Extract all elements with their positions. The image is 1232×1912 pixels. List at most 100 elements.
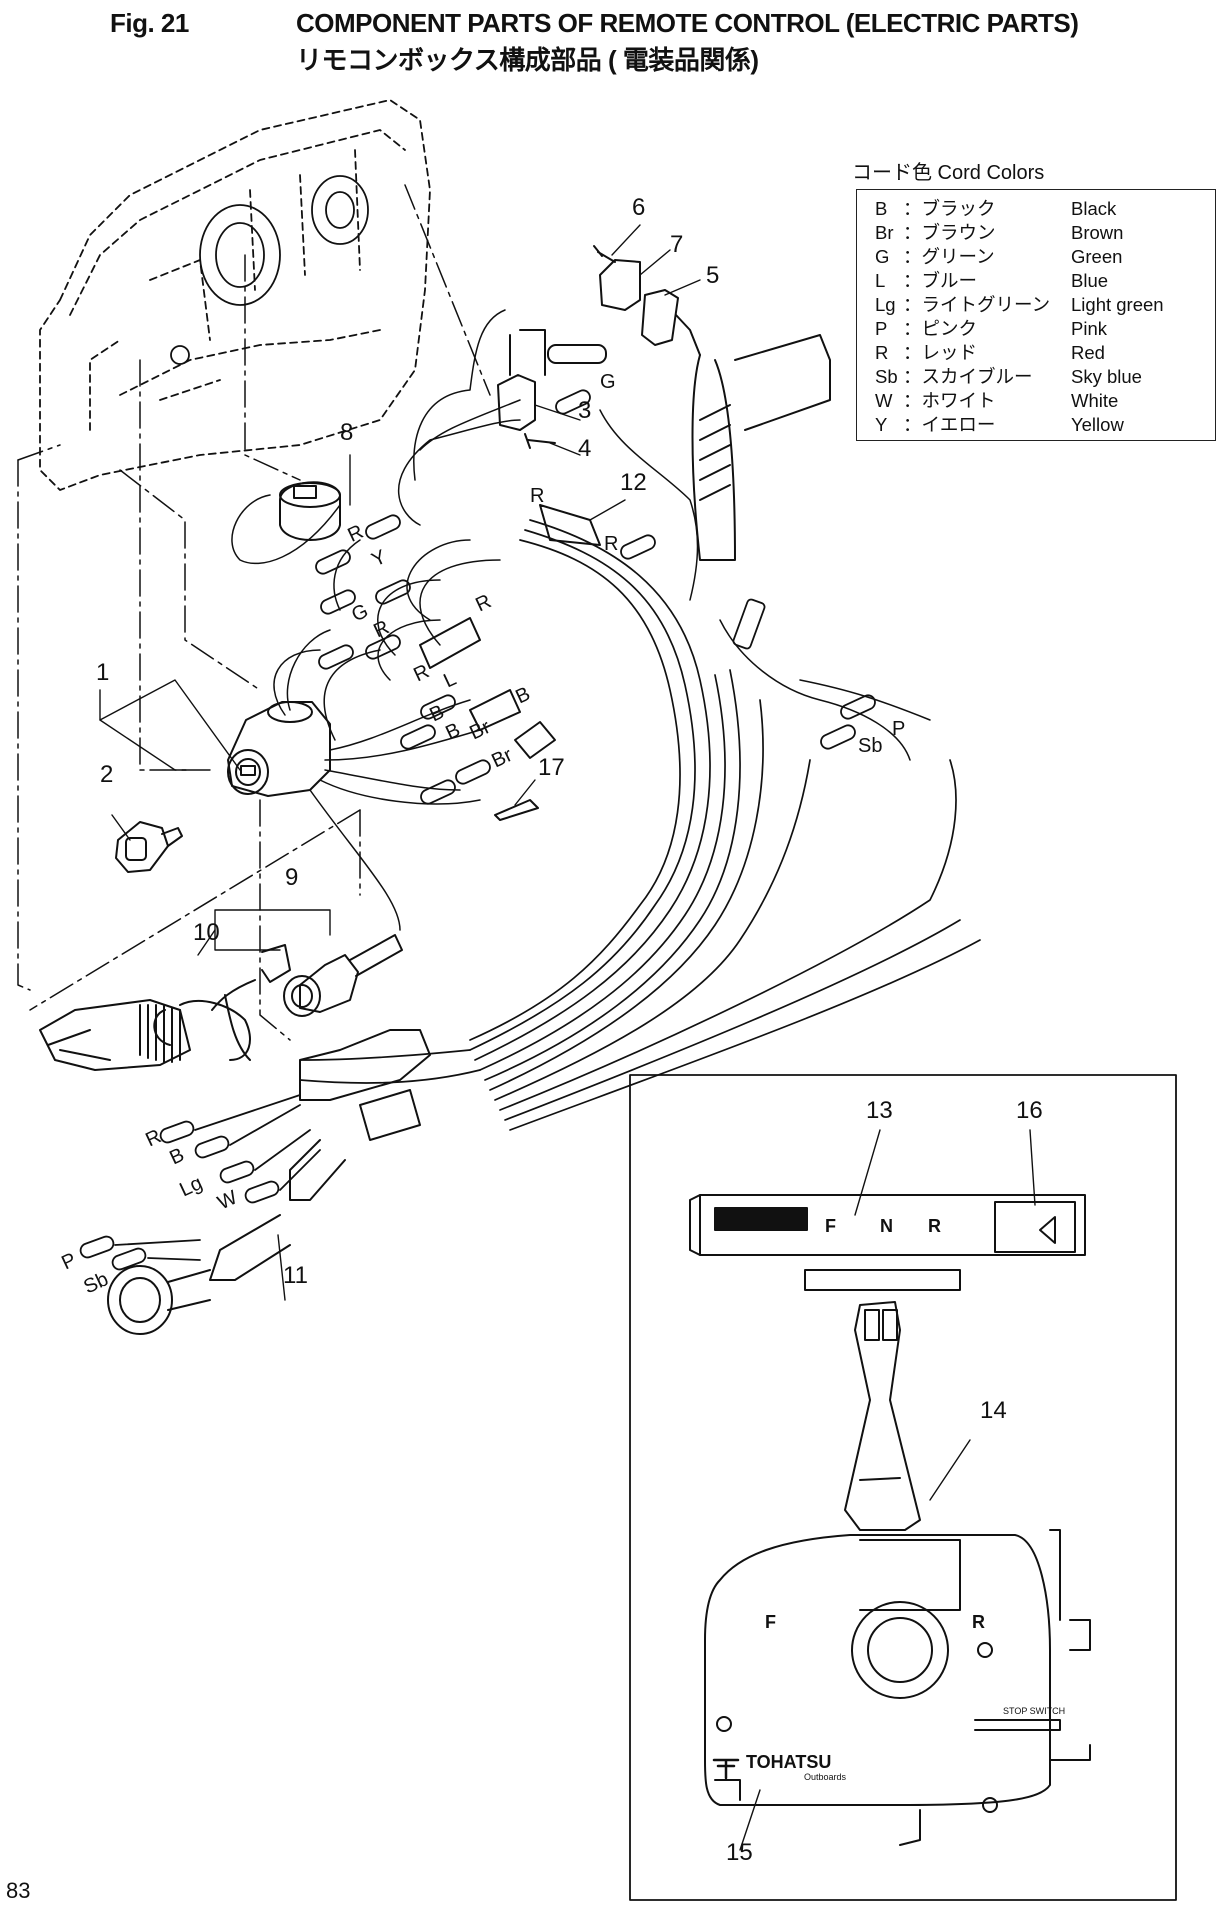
legend-english-name: Yellow	[1071, 414, 1124, 435]
wire-label-g-top: G	[600, 371, 616, 393]
legend-english-name: Green	[1071, 246, 1123, 267]
callout-8: 8	[340, 419, 353, 446]
clip-lanyard	[39, 944, 291, 1071]
callout-13: 13	[866, 1097, 893, 1124]
legend-japanese-name: ：イエロー	[903, 414, 996, 435]
callout-5: 5	[706, 262, 719, 289]
figure-title-japanese: リモコンボックス構成部品 ( 電装品関係)	[296, 45, 759, 75]
connector-relay	[497, 329, 607, 431]
wire-label-sb-right: Sb	[858, 735, 882, 757]
wire-label-lg-harness: Lg	[176, 1172, 205, 1201]
wire-label-g-mid: G	[348, 600, 371, 627]
control-handle-grip	[691, 334, 831, 561]
inset-frame	[629, 1074, 1177, 1901]
legend-code: Br	[875, 222, 894, 243]
main-harness-11	[107, 1029, 431, 1335]
ignition-switch	[227, 701, 331, 797]
wire-label-b-harness: B	[166, 1144, 187, 1170]
assembly-leader-lines	[17, 184, 491, 1041]
wire-label-r-top: R	[530, 485, 544, 507]
trim-switch-bracket	[599, 259, 701, 356]
stop-switch	[283, 934, 403, 1017]
legend-japanese-name: ：ライトグリーン	[903, 294, 1051, 315]
callout-3: 3	[578, 397, 591, 424]
pigtail-wires	[231, 309, 931, 931]
legend-japanese-name: ：ブラック	[903, 198, 996, 219]
callout-7: 7	[670, 231, 683, 258]
screw	[524, 433, 556, 449]
shift-label-r: R	[928, 1216, 941, 1236]
legend-japanese-name: ：ブラウン	[903, 222, 996, 243]
inset-markings: F N R F R TOHATSU Outboards STOP SWITCH	[746, 1216, 1065, 1782]
legend-row: L ：ブルー Blue	[857, 269, 1215, 293]
callout-16: 16	[1016, 1097, 1043, 1124]
legend-row: Br ：ブラウン Brown	[857, 221, 1215, 245]
callout-2: 2	[100, 761, 113, 788]
legend-english-name: Blue	[1071, 270, 1109, 291]
wire-label-br-1: Br	[466, 716, 494, 745]
callout-6: 6	[632, 194, 645, 221]
callout-leaders	[99, 224, 1036, 1851]
tohatsu-logo-icon	[712, 1758, 740, 1780]
figure-title-english: COMPONENT PARTS OF REMOTE CONTROL (ELECT…	[296, 8, 1079, 38]
harness-bullets	[79, 1094, 321, 1271]
housing-bosses	[170, 175, 369, 365]
legend-code: Lg	[875, 294, 896, 315]
wiring-harness	[299, 519, 981, 1131]
legend-english-name: Red	[1071, 342, 1105, 363]
legend-english-name: Black	[1071, 198, 1117, 219]
callout-10: 10	[193, 919, 220, 946]
page-number: 83	[6, 1878, 31, 1903]
legend-code: G	[875, 246, 890, 267]
wire-color-labels: G R R R Y G R R R L B B B Br Br P Sb R B…	[58, 371, 905, 1298]
wire-label-p-harness: P	[58, 1249, 79, 1275]
legend-japanese-name: ：スカイブルー	[903, 366, 1033, 387]
warning-label	[994, 1201, 1076, 1253]
legend-japanese-name: ：ホワイト	[903, 390, 996, 411]
legend-japanese-name: ：ブルー	[903, 270, 978, 291]
legend-code: B	[875, 198, 888, 219]
callout-14: 14	[980, 1397, 1007, 1424]
wire-label-r-12: R	[604, 533, 618, 555]
wire-label-r-left: R	[344, 521, 366, 547]
legend-japanese-name: ：グリーン	[903, 246, 995, 267]
legend-english-name: Light green	[1071, 294, 1164, 315]
wire-label-r-mid2: R	[472, 590, 494, 616]
legend-code: Y	[875, 414, 888, 435]
callout-12: 12	[620, 469, 647, 496]
wire-label-y-left: Y	[368, 546, 389, 572]
legend-japanese-name: ：ピンク	[903, 318, 978, 339]
wire-label-sb-harness: Sb	[80, 1268, 111, 1298]
cable-tie	[494, 799, 539, 821]
legend-title: コード色 Cord Colors	[852, 162, 1045, 184]
buzzer	[279, 481, 341, 541]
wire-label-l-low: L	[440, 668, 459, 693]
wire-label-p-right: P	[892, 718, 905, 740]
legend-code: R	[875, 342, 889, 363]
legend-english-name: Brown	[1071, 222, 1124, 243]
bullet-connectors	[315, 389, 876, 805]
remote-control-housing	[39, 99, 431, 491]
brand-subtitle: Outboards	[804, 1772, 847, 1782]
wire-label-w-harness: W	[214, 1186, 241, 1214]
callout-17: 17	[538, 754, 565, 781]
ignition-key	[115, 821, 183, 873]
tube-mid	[419, 617, 556, 759]
legend-english-name: Pink	[1071, 318, 1107, 339]
legend-row: Y ：イエロー Yellow	[857, 413, 1215, 437]
legend-code: L	[875, 270, 886, 291]
callout-4: 4	[578, 435, 591, 462]
shift-indicator-plate	[689, 1194, 1086, 1291]
legend-english-name: White	[1071, 390, 1119, 411]
callout-9: 9	[285, 864, 298, 891]
tape-12	[539, 504, 601, 546]
wire-label-br-2: Br	[488, 744, 516, 773]
callout-11: 11	[283, 1262, 308, 1289]
lever-label-r: R	[972, 1612, 985, 1632]
legend-row: Lg ：ライトグリーン Light green	[857, 293, 1215, 317]
